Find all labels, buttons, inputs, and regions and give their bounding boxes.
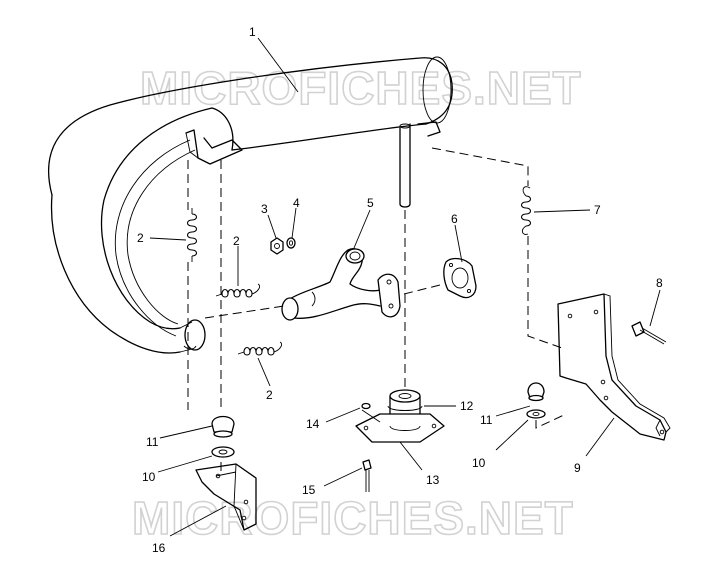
assembly-lines: [187, 147, 567, 476]
leader-lines: [149, 37, 661, 537]
washer-part-14[interactable]: [361, 402, 371, 410]
spring-part-2-left[interactable]: [186, 208, 198, 262]
grommet-part-11-right[interactable]: [527, 382, 545, 402]
callout-11-right: 11: [480, 413, 493, 427]
callout-5: 5: [367, 196, 374, 210]
washer-part-10-left[interactable]: [211, 446, 235, 458]
callout-14: 14: [306, 417, 320, 431]
exhaust-manifold-part-5[interactable]: [281, 248, 401, 321]
callout-7: 7: [594, 203, 601, 217]
grommet-part-11-left[interactable]: [211, 415, 235, 438]
callout-6: 6: [451, 212, 458, 226]
watermark-bottom: MICROFICHES.NET: [132, 492, 574, 544]
callout-8: 8: [656, 276, 663, 290]
gasket-part-6[interactable]: [443, 257, 477, 299]
callout-12: 12: [460, 399, 474, 413]
callout-1: 1: [249, 25, 256, 39]
callout-3: 3: [261, 202, 268, 216]
base-plate-part-13[interactable]: [355, 413, 445, 443]
watermark-top: MICROFICHES.NET: [140, 62, 582, 114]
callout-9: 9: [574, 461, 581, 475]
bolt-part-8[interactable]: [631, 321, 667, 345]
stud-part-15[interactable]: [362, 459, 372, 492]
spring-part-2-lower[interactable]: [237, 341, 283, 356]
callout-13: 13: [426, 473, 440, 487]
callout-15: 15: [302, 483, 316, 497]
washer-part-4[interactable]: [286, 237, 296, 249]
callout-2-lower: 2: [266, 388, 273, 402]
callout-11-left: 11: [146, 435, 159, 449]
mounting-bracket-part-9[interactable]: [557, 293, 671, 441]
callout-2-left: 2: [137, 231, 144, 245]
callout-16: 16: [152, 541, 166, 555]
callout-10-right: 10: [472, 456, 486, 470]
callout-4: 4: [293, 196, 300, 210]
spring-part-7[interactable]: [520, 186, 532, 235]
nut-part-3[interactable]: [270, 237, 284, 255]
bracket-part-16[interactable]: [195, 463, 257, 531]
callout-2-middle: 2: [233, 234, 240, 248]
callout-labels: 1 2 2 2 3 4 5 6 7 8 9 10 10 11 11 12 13 …: [137, 25, 663, 555]
muffler-part-1[interactable]: [48, 56, 453, 354]
washer-part-10-right[interactable]: [526, 409, 546, 419]
callout-10-left: 10: [142, 470, 156, 484]
